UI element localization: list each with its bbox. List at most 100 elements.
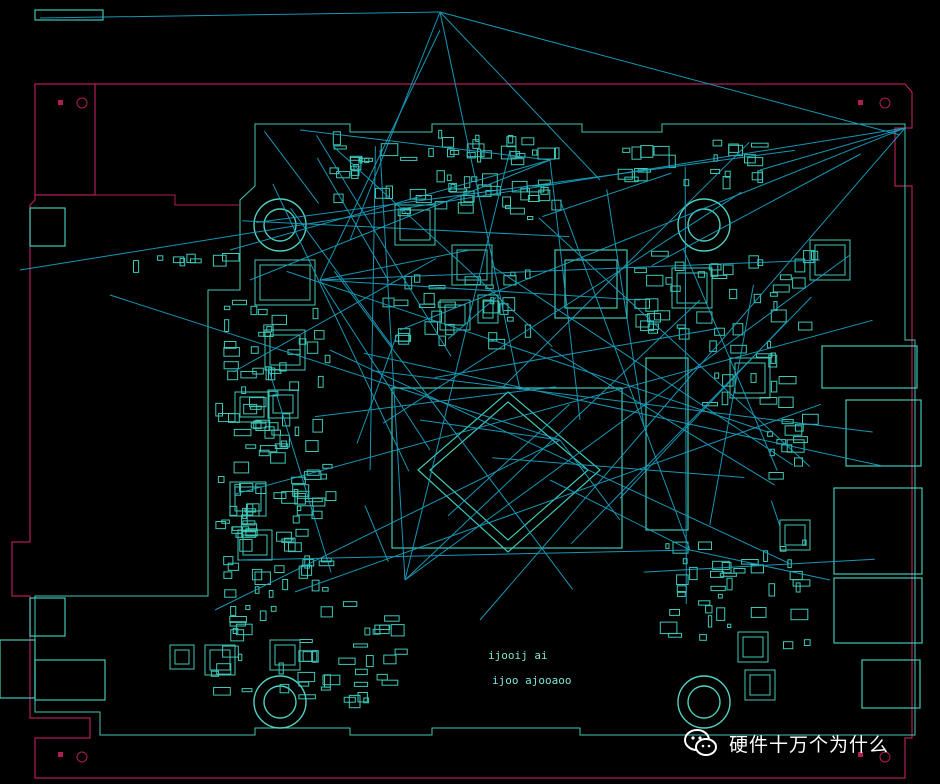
ratsnest-line xyxy=(364,505,389,562)
smd-pad xyxy=(292,515,300,524)
smd-pad xyxy=(773,301,778,311)
smd-pad xyxy=(475,134,480,142)
smd-pad xyxy=(318,560,335,567)
ratsnest-line xyxy=(272,183,410,472)
smd-pad xyxy=(551,199,562,211)
ratsnest-line xyxy=(242,220,570,238)
smd-pad xyxy=(676,574,689,586)
smd-pad xyxy=(520,187,530,201)
smd-pad xyxy=(721,391,729,406)
smd-pad xyxy=(506,316,514,322)
smd-pad xyxy=(790,608,809,621)
smd-pad xyxy=(409,188,427,200)
ic-package xyxy=(254,259,316,306)
smd-pad xyxy=(364,627,371,636)
smd-pad xyxy=(794,258,806,273)
smd-pad xyxy=(324,674,331,688)
smd-pad xyxy=(320,606,333,618)
smd-pad xyxy=(222,253,240,262)
ratsnest-line xyxy=(294,403,821,593)
smd-pad xyxy=(712,560,730,570)
board-inner-outline xyxy=(34,123,916,736)
ratsnest-line xyxy=(249,159,551,281)
smd-pad xyxy=(215,521,227,530)
smd-pad xyxy=(793,436,808,444)
smd-pad xyxy=(253,420,262,430)
smd-pad xyxy=(803,250,815,264)
smd-pad xyxy=(212,254,227,267)
smd-pad xyxy=(221,519,230,524)
smd-pad xyxy=(651,250,669,257)
smd-pad xyxy=(229,616,247,623)
ratsnest-line xyxy=(19,127,906,271)
smd-pad xyxy=(190,258,202,264)
ratsnest-line xyxy=(404,149,511,581)
smd-pad xyxy=(280,440,287,447)
smd-pad xyxy=(289,381,300,391)
smd-pad xyxy=(353,643,369,648)
smd-pad xyxy=(490,297,495,305)
ratsnest-line xyxy=(363,352,883,467)
ratsnest-line xyxy=(404,299,701,581)
smd-pad xyxy=(527,195,540,202)
smd-pad xyxy=(500,145,517,160)
smd-pad xyxy=(296,505,314,516)
smd-pad xyxy=(634,298,651,309)
smd-pad xyxy=(710,263,719,277)
smd-pad xyxy=(648,329,658,334)
smd-pad xyxy=(312,418,323,433)
ratsnest-line xyxy=(619,320,788,499)
ic-package xyxy=(477,294,499,324)
smd-pad xyxy=(223,341,237,349)
smd-pad xyxy=(741,559,759,565)
ic-package xyxy=(229,481,267,517)
ratsnest-line xyxy=(549,159,581,421)
smd-pad xyxy=(295,528,309,537)
right-connectors xyxy=(821,345,923,709)
smd-pad xyxy=(682,558,688,565)
smd-pad xyxy=(254,571,271,585)
smd-pad xyxy=(538,189,551,202)
ratsnest-line xyxy=(369,146,376,471)
smd-pad xyxy=(357,692,368,703)
smd-pad xyxy=(306,341,319,354)
smd-pad xyxy=(676,324,686,329)
ratsnest-line xyxy=(379,149,406,581)
ic-package xyxy=(394,204,436,246)
ratsnest-line xyxy=(214,439,561,611)
smd-pad xyxy=(230,629,245,642)
ratsnest-line xyxy=(419,419,561,441)
ic-die xyxy=(174,649,190,665)
smd-pad xyxy=(351,170,359,179)
smd-pad xyxy=(670,285,681,292)
smd-pad xyxy=(483,300,500,314)
smd-pad xyxy=(336,171,351,179)
smd-pad xyxy=(527,216,534,220)
smd-pad xyxy=(359,157,373,162)
smd-pad xyxy=(227,370,239,381)
ic-die xyxy=(242,534,268,556)
ratsnest-line xyxy=(234,319,873,495)
ic-die xyxy=(734,362,766,394)
ratsnest-line xyxy=(643,558,875,573)
smd-pad xyxy=(245,528,258,537)
ratsnest-line xyxy=(606,189,645,428)
smd-pad xyxy=(540,186,549,195)
ratsnest-line xyxy=(319,259,821,281)
smd-pad xyxy=(186,253,196,263)
smd-pad xyxy=(460,195,474,206)
smd-pad xyxy=(441,137,455,148)
smd-pad xyxy=(707,615,713,628)
smd-pad xyxy=(255,419,271,432)
smd-pad xyxy=(767,431,774,437)
smd-pad xyxy=(353,681,369,687)
smd-pad xyxy=(696,311,713,324)
ratsnest-line xyxy=(559,439,621,521)
smd-pad xyxy=(249,405,262,410)
smd-pad xyxy=(448,182,457,192)
smd-pad xyxy=(554,147,560,160)
smd-pad xyxy=(246,503,254,516)
smd-pad xyxy=(665,277,673,285)
smd-pad xyxy=(722,374,734,387)
smd-pad xyxy=(350,156,362,171)
